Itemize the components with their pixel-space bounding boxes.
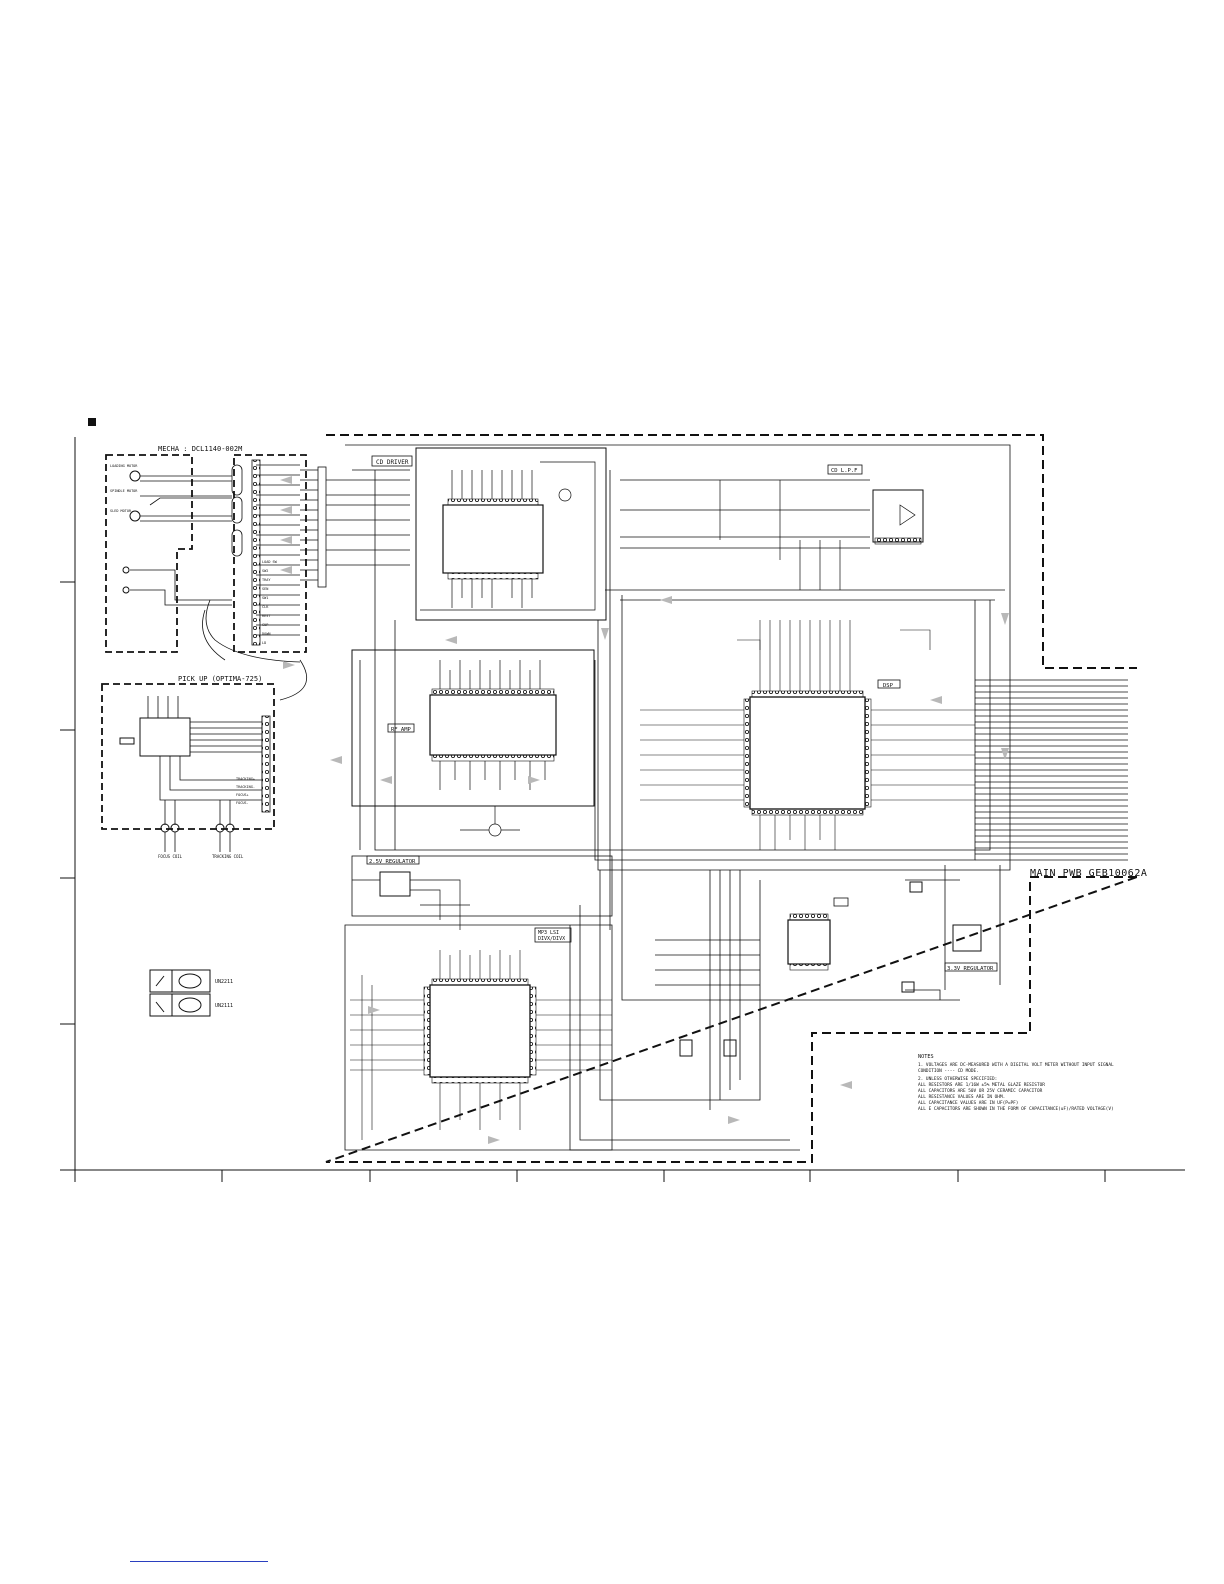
mecha-block: MECHA : DCL1140-002M LOADING MOTOR SPIND… (105, 445, 307, 653)
notes-line-5: ALL CAPACITORS ARE 50V OR 25V CERAMIC CA… (918, 1088, 1043, 1094)
notes-line-6: ALL RESISTANCE VALUES ARE IN OHM. (918, 1094, 1005, 1100)
pickup-pin-focus-minus: FOCUS- (236, 801, 249, 805)
notes-title: NOTES (918, 1054, 934, 1060)
rf-amp-block: RF AMP (351, 649, 595, 837)
notes-block: NOTES 1. VOLTAGES ARE DC-MEASURED WITH A… (918, 1054, 1114, 1112)
transistor-legend (149, 969, 211, 1017)
focus-coil-label: FOCUS COIL (158, 854, 183, 859)
dsp-block: DSP (640, 620, 975, 850)
cd-driver-label: CD DRIVER (376, 459, 409, 466)
output-bus (975, 679, 1128, 861)
main-pwb-label: MAIN PWB GEB10062A (1030, 868, 1147, 879)
signal-arrows (280, 476, 1009, 1144)
mecha-pin-sen: SEN (262, 587, 268, 591)
mecha-pin-sw1: SW1 (262, 596, 268, 600)
notes-line-8: ALL E CAPACITORS ARE SHOWN IN THE FORM O… (918, 1106, 1114, 1112)
mecha-pin-load-sw: LOAD SW (262, 560, 278, 564)
rf-amp-label: RF AMP (391, 727, 412, 733)
part-un2111: UN2111 (215, 1003, 233, 1009)
pickup-pin-tracking-plus: TRACKING+ (236, 777, 255, 781)
cd-lpf-block: CD L.P.F (605, 464, 1005, 601)
frame-ruler (60, 437, 1185, 1182)
mecha-title: MECHA : DCL1140-002M (158, 445, 242, 453)
dsp-label: DSP (883, 683, 894, 689)
mp3-lsi-line1: MP3 LSI (538, 930, 559, 936)
pickup-pin-focus-plus: FOCUS+ (236, 793, 249, 797)
cd-lpf-label: CD L.P.F (831, 468, 858, 474)
reg-25v-block: 2.5V REGULATOR (351, 855, 613, 930)
notes-line-2: CONDITION ---- CD MODE. (918, 1068, 979, 1074)
notes-line-1: 1. VOLTAGES ARE DC-MEASURED WITH A DIGIT… (918, 1062, 1114, 1068)
reg-33v-block: 3.3V REGULATOR (944, 924, 998, 972)
mecha-pin-clk: CLK (262, 605, 269, 609)
notes-line-3: 2. UNLESS OTHERWISE SPECIFIED: (918, 1076, 997, 1082)
section-marker (88, 418, 96, 426)
reg-33v-label: 3.3V REGULATOR (947, 966, 994, 972)
mecha-connector (202, 466, 327, 663)
ic-right-center (679, 881, 923, 1057)
pickup-block: PICK UP (OPTIMA-725) (101, 675, 275, 852)
mecha-pin-sw2: SW2 (262, 569, 268, 573)
footer-link-underline[interactable] (130, 1561, 268, 1562)
mecha-pin-down: DOWN (262, 632, 270, 636)
loading-motor-label: LOADING MOTOR (110, 464, 138, 468)
mecha-pin-ld: LD (262, 641, 266, 645)
notes-line-7: ALL CAPACITANCE VALUES ARE IN UF(P=PF) (918, 1100, 1018, 1106)
pickup-title: PICK UP (OPTIMA-725) (178, 675, 262, 683)
part-un2211: UN2211 (215, 979, 233, 985)
cd-driver-block: CD DRIVER (371, 447, 607, 621)
tracking-coil-label: TRACKING COIL (212, 854, 244, 859)
notes-line-4: ALL RESISTORS ARE 1/16W ±5% METAL GLAZE … (918, 1082, 1045, 1088)
main-pwb-outline (325, 434, 1138, 1163)
pickup-pin-tracking-minus: TRACKING- (236, 785, 255, 789)
reg-25v-label: 2.5V REGULATOR (369, 859, 416, 865)
mp3-lsi-line2: DIVX/DIVX (538, 936, 565, 942)
sled-motor-label: SLED MOTOR (110, 509, 132, 513)
mecha-pin-cup: CUP (262, 623, 268, 627)
spindle-motor-label: SPINDLE MOTOR (110, 489, 138, 493)
mecha-pin-rest: REST (262, 614, 271, 618)
board-wiring (326, 444, 1011, 1151)
mecha-pin-tray: TRAY (262, 578, 271, 582)
